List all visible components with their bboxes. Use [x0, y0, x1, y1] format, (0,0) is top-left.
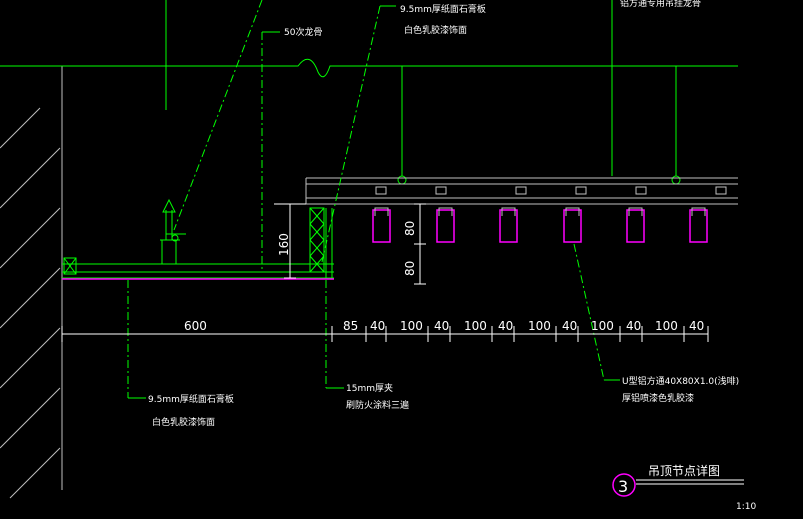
gypsum-ceiling [62, 257, 334, 279]
dim-spacing: 100 [528, 319, 551, 333]
label-plywood-finish: 刷防火涂料三遍 [346, 399, 409, 411]
title-block: 3 吊顶节点详图 1:10 [612, 463, 756, 512]
detail-title: 吊顶节点详图 [648, 463, 720, 478]
dim-600: 600 [184, 319, 207, 333]
detail-number-circle [612, 473, 636, 497]
dim-spacing: 40 [434, 319, 449, 333]
dim-80-upper: 80 [403, 221, 417, 236]
main-keel [305, 177, 738, 205]
dim-spacing: 85 [343, 319, 358, 333]
detail-scale: 1:10 [736, 502, 756, 512]
dim-spacing: 100 [400, 319, 423, 333]
dim-160: 160 [277, 233, 291, 256]
label-bottom-board-finish: 白色乳胶漆饰面 [152, 416, 215, 428]
tube-clips [374, 207, 706, 216]
dim-spacing: 100 [591, 319, 614, 333]
drop-edge [309, 207, 333, 278]
label-plywood: 15mm厚夹 [346, 382, 393, 394]
label-tube-finish: 厚铝喷漆色乳胶漆 [622, 392, 694, 404]
label-bottom-board: 9.5mm厚纸面石膏板 [148, 393, 234, 405]
dim-spacing: 40 [689, 319, 704, 333]
label-secondary-keel: 50次龙骨 [284, 26, 322, 38]
dim-spacing: 100 [464, 319, 487, 333]
leader-lines [127, 0, 613, 398]
label-top-cut: 铝方通专用吊挂龙骨 [620, 0, 701, 9]
detail-number: 3 [618, 477, 628, 496]
slab-line [0, 58, 738, 78]
dim-80-lower: 80 [403, 261, 417, 276]
dimension-lines [61, 203, 709, 342]
label-top-board-finish: 白色乳胶漆饰面 [404, 24, 467, 36]
dim-spacing: 40 [370, 319, 385, 333]
label-tube: U型铝方通40X80X1.0(浅啡) [622, 375, 739, 387]
aluminum-tubes [372, 209, 708, 243]
dim-spacing: 100 [655, 319, 678, 333]
dim-spacing: 40 [498, 319, 513, 333]
secondary-keel [160, 198, 186, 265]
wall-hatch [0, 66, 63, 499]
leader-ticks [128, 5, 620, 399]
spacing-dimensions: 85 40 100 40 100 40 100 40 100 40 100 40 [343, 319, 704, 333]
dim-spacing: 40 [562, 319, 577, 333]
dim-spacing: 40 [626, 319, 641, 333]
label-top-board: 9.5mm厚纸面石膏板 [400, 3, 486, 15]
